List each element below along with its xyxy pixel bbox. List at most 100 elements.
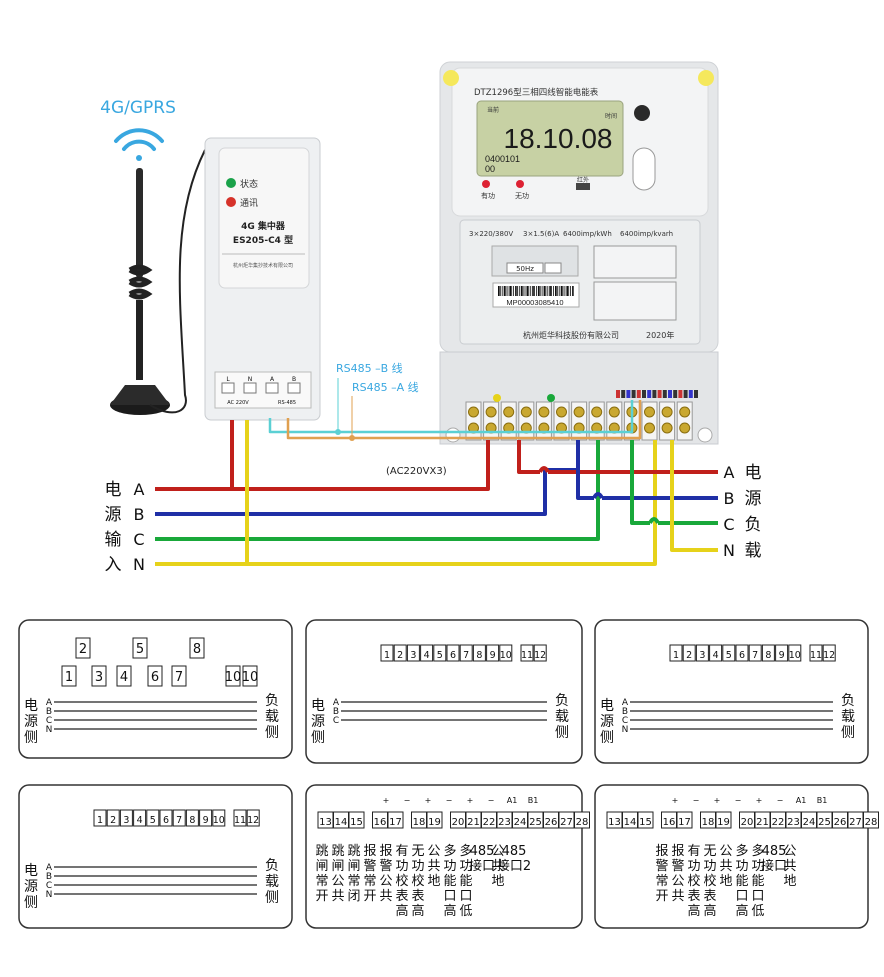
barcode-bar [528,286,530,296]
terminal-function-char: 高 [735,903,748,919]
source-side-char: 源 [311,714,325,730]
spec-const-reactive: 6400imp/kvarh [620,230,673,238]
source-phase-label: N [133,555,145,574]
wires [155,378,718,566]
terminal-number: 9 [203,815,209,826]
terminal-number: 17 [678,817,691,828]
terminal-function-char: 警 [379,858,392,874]
terminal-function-char: 功 [735,859,748,874]
display-button[interactable] [632,147,656,191]
polarity-label: + [672,796,679,805]
concentrator-terminal [243,382,257,394]
barcode-bar [505,286,507,296]
wifi-signal-icon [114,128,164,161]
barcode-bar [549,286,551,296]
terminal-number: 16 [663,817,676,828]
terminal-function-char: 校 [703,873,716,889]
terminal-box [91,665,107,687]
terminal-number: 3 [95,670,103,685]
aux-terminal [657,390,662,398]
source-side-char: 电 [105,480,122,500]
meter-device: DTZ1296型三相四线智能电能表 当前 时间 18.10.08 0400101… [439,61,719,445]
terminal-number: 25 [529,817,542,828]
terminal-box [809,644,823,662]
terminal-number: 8 [476,650,482,661]
junction-dot [349,435,355,441]
phase-label: C [46,881,52,891]
load-side-char: 侧 [265,725,279,741]
terminal-function-char: 功 [443,859,456,874]
terminal-number: 6 [151,670,159,685]
phase-label: A [333,698,340,708]
terminal-box [406,644,420,662]
load-side-char: 载 [555,709,569,725]
terminal-number: 7 [175,670,183,685]
terminal-box [171,665,187,687]
terminal-function-char: 高 [395,903,408,919]
terminal-function-char: 共 [427,859,440,874]
source-side-char: 输 [105,530,122,550]
concentrator-terminal-label: N [248,376,253,383]
barcode-bar [501,286,503,296]
load-wire-n [670,440,718,552]
barcode-bar [560,286,563,296]
terminal-function-char: 公 [379,874,392,889]
antenna-group: 4G/GPRS [100,98,206,415]
terminal-function-char: 跳 [315,844,328,859]
terminal-number: 21 [467,817,480,828]
terminal-number: 26 [834,817,847,828]
load-wire-a [517,440,718,474]
terminal-function-char: 警 [671,858,684,874]
terminal-number: 28 [865,817,878,828]
terminal-function-char: 警 [655,858,668,874]
terminal-function-char: 接口2 [497,858,531,874]
terminal-box [669,644,683,662]
barcode-bar [547,286,549,296]
terminal-function-char: 表 [395,889,408,904]
wire-crossover [592,492,604,499]
terminal-function-char: 功 [751,859,764,874]
terminal-number: 23 [787,817,800,828]
terminal-function-char: 功 [459,859,472,874]
terminal-number: 13 [608,817,621,828]
reactive-pulse-led-icon [516,180,524,188]
terminal-box [709,644,723,662]
load-phase-label: B [724,489,735,508]
aux-terminal [688,390,693,398]
load-side-char: 载 [745,541,762,561]
terminal-function-char: 校 [395,873,408,889]
aux-terminal [616,390,620,398]
phase-label: B [333,707,339,717]
source-side-char: 源 [24,879,38,895]
source-phase-label: B [134,505,145,524]
barcode-bar [503,286,506,296]
barcode-bar [515,286,517,296]
terminal-box [499,644,513,662]
terminal-box [682,644,696,662]
phase-label: A [622,698,629,708]
terminal-function-char: 口 [443,889,456,904]
barcode-bar [545,286,547,296]
terminal-function-char: 闭 [347,889,360,904]
terminal-screw-icon [556,406,567,418]
terminal-number: 1 [97,815,103,826]
terminal-number: 20 [741,817,754,828]
terminal-function-char: 口 [459,889,472,904]
barcode-bar [553,286,554,296]
terminal-function-char: 常 [363,874,376,889]
terminal-function-char: 能 [443,874,456,889]
aux-terminal [678,390,683,398]
terminal-number: 27 [560,817,573,828]
load-side-char: 源 [745,489,762,509]
terminal-number: 2 [397,650,403,661]
terminal-function-char: 接口 [469,858,495,874]
load-side-char: 侧 [841,725,855,741]
aux-terminal [647,390,652,398]
aux-terminal [621,390,626,398]
spec-voltage: 3×220/380V [469,230,513,238]
terminal-box [75,637,91,659]
